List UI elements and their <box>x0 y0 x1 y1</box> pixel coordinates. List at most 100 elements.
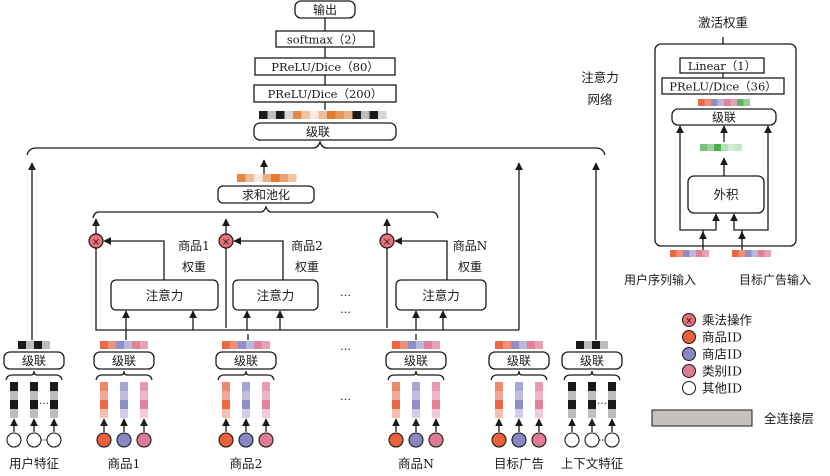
group-embedding <box>495 341 543 349</box>
fc200-label: PReLU/Dice（200） <box>268 87 383 101</box>
attention-net-concat-box <box>671 108 777 126</box>
embedding-cell <box>284 111 293 119</box>
cate-id-icon <box>682 364 696 378</box>
pooling-embedding <box>237 174 297 182</box>
embedding-cell <box>222 391 230 400</box>
legend-label: 商店ID <box>702 347 742 362</box>
embedding-cell <box>120 391 128 400</box>
fc80-label: PReLU/Dice（80） <box>271 60 379 74</box>
id-node <box>408 432 424 448</box>
linear-label: Linear（1） <box>688 59 756 73</box>
embedding-cell <box>704 99 711 106</box>
group-label: 上下文特征 <box>561 456 624 471</box>
sum-pooling-label: 求和池化 <box>242 188 290 202</box>
embedding-cell <box>288 174 297 182</box>
id-node <box>6 432 22 448</box>
ellipsis-4: … <box>340 390 351 403</box>
embedding-cell <box>515 391 523 400</box>
activation-weight-label: 激活权重 <box>698 15 748 30</box>
attention-network: 注意力 网络 激活权重 Linear（1） PReLU/Dice（36） 级联 … <box>581 15 811 287</box>
embedding-cell <box>751 250 758 257</box>
embedding-cell <box>758 250 765 257</box>
embedding-cell <box>576 341 584 349</box>
column-embedding <box>432 382 440 418</box>
embedding-cell <box>254 341 262 349</box>
group-embedding <box>18 341 50 349</box>
attention-label: 注意力 <box>257 288 295 303</box>
attention-net-concat-label: 级联 <box>712 111 736 125</box>
item-id-icon <box>682 330 696 344</box>
legend-item-shop-id: 商店ID <box>682 347 742 362</box>
weight-arrow <box>103 237 165 280</box>
legend-item-other-id: 其他ID <box>682 381 742 396</box>
embedding-cell <box>696 250 703 257</box>
embedding-cell <box>140 400 148 409</box>
column-embedding <box>10 382 18 418</box>
top-concat-box <box>253 122 397 141</box>
group-concat-label: 级联 <box>404 354 428 368</box>
embedding-cell <box>335 111 344 119</box>
legend-label: 商品ID <box>702 330 742 345</box>
embedding-cell <box>132 341 140 349</box>
fc36-layer <box>661 77 785 95</box>
group-brace <box>490 370 548 381</box>
embedding-cell <box>254 174 263 182</box>
embedding-cell <box>730 99 737 106</box>
top-stack: 输出 softmax（2） PReLU/Dice（80） PReLU/Dice（… <box>26 0 606 156</box>
legend-label: 其他ID <box>702 381 742 396</box>
embedding-cell <box>140 409 148 418</box>
embedding-cell <box>120 409 128 418</box>
embedding-cell <box>262 400 270 409</box>
weight-label-line1: 商品2 <box>291 238 323 253</box>
embedding-cell <box>140 382 148 391</box>
ellipsis-1: … <box>340 286 351 299</box>
embedding-cell <box>392 400 400 409</box>
attention-label: 注意力 <box>146 288 184 303</box>
id-node <box>388 432 404 448</box>
id-node <box>564 432 580 448</box>
embedding-cell <box>745 250 752 257</box>
embedding-cell <box>535 409 543 418</box>
embedding-cell <box>568 391 576 400</box>
embedding-cell <box>10 400 18 409</box>
embedding-cell <box>262 341 270 349</box>
embedding-cell <box>50 382 58 391</box>
embedding-cell <box>344 111 353 119</box>
embedding-cell <box>120 382 128 391</box>
outer-product-label: 外积 <box>713 187 738 202</box>
column-embedding <box>140 382 148 418</box>
embedding-cell <box>495 400 503 409</box>
embedding-cell <box>432 400 440 409</box>
legend-label: 全连接层 <box>764 411 814 426</box>
embedding-cell <box>50 409 58 418</box>
multiply-icon <box>682 313 696 327</box>
embedding-cell <box>568 409 576 418</box>
top-brace <box>26 139 606 156</box>
group-concat-label: 级联 <box>112 354 136 368</box>
embedding-cell <box>495 382 503 391</box>
embedding-cell <box>276 111 285 119</box>
embedding-cell <box>124 341 132 349</box>
id-node <box>604 432 620 448</box>
column-embedding <box>30 382 38 418</box>
column-embedding <box>242 382 250 418</box>
group-concat-box <box>93 351 155 370</box>
id-node <box>531 432 547 448</box>
group-label: 目标广告 <box>494 456 544 471</box>
embedding-cell <box>432 382 440 391</box>
embedding-cell <box>424 341 432 349</box>
top-concat-label: 级联 <box>306 125 330 139</box>
weight-label-line2: 权重 <box>458 260 482 274</box>
feature-group-6: 级联…上下文特征 <box>561 341 624 471</box>
embedding-cell <box>707 144 714 151</box>
feature-group-1: 级联…用户特征 <box>3 341 65 471</box>
column-embedding <box>568 382 576 418</box>
embedding-cell <box>242 391 250 400</box>
embedding-cell <box>728 144 735 151</box>
id-node <box>96 432 112 448</box>
group-concat-label: 级联 <box>22 354 46 368</box>
embedding-cell <box>26 341 34 349</box>
embedding-cell <box>432 409 440 418</box>
embedding-cell <box>670 250 677 257</box>
embedding-cell <box>412 382 420 391</box>
